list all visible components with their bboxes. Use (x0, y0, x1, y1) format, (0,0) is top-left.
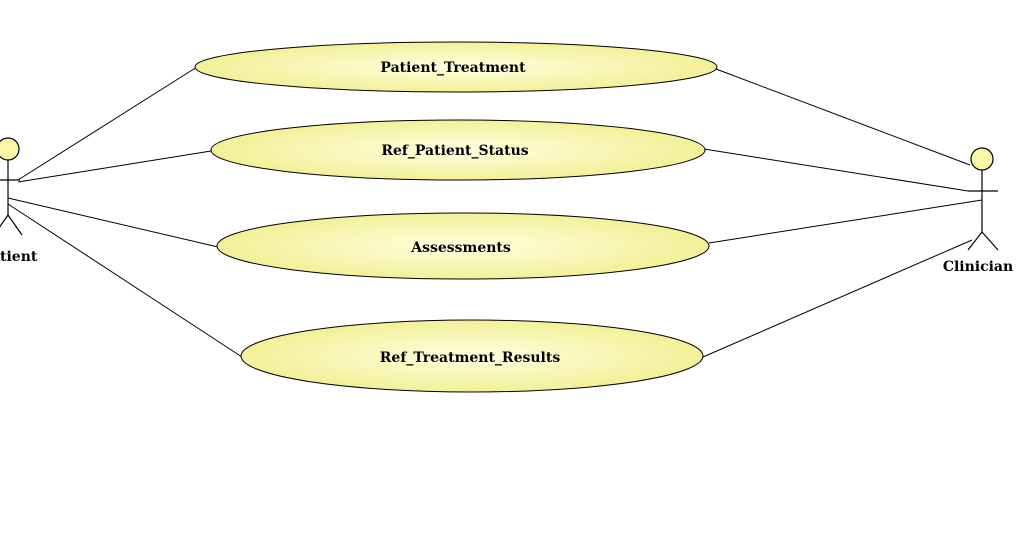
actor-left-leg (967, 231, 983, 251)
use-case-label: Patient_Treatment (380, 60, 526, 76)
actor-right-leg (7, 214, 23, 236)
use-case-label: Ref_Patient_Status (381, 143, 528, 159)
use-case-ref-treatment-results[interactable]: Ref_Treatment_Results (240, 319, 704, 393)
use-case-ellipse (210, 119, 706, 181)
association-patient-ref-treatment-results[interactable] (7, 203, 243, 358)
actor-head (0, 137, 20, 161)
association-clinician-assessments[interactable] (708, 199, 983, 244)
use-case-ellipse (194, 41, 718, 93)
actor-right-leg (981, 231, 999, 251)
association-clinician-patient-treatment[interactable] (715, 68, 971, 166)
actor-patient[interactable]: tient (0, 137, 38, 265)
actor-label-clinician: Clinician (943, 259, 1013, 275)
association-patient-assessments[interactable] (7, 197, 219, 248)
association-patient-patient-treatment[interactable] (17, 66, 198, 181)
use-case-label: Assessments (410, 240, 511, 256)
associations (7, 66, 983, 358)
association-clinician-ref-treatment-results[interactable] (702, 239, 973, 358)
use-case-ellipse (240, 319, 704, 393)
actor-head (970, 147, 994, 171)
use-case-ellipse (216, 212, 710, 280)
use-case-patient-treatment[interactable]: Patient_Treatment (194, 41, 718, 93)
use-case-ref-patient-status[interactable]: Ref_Patient_Status (210, 119, 706, 181)
actor-clinician[interactable]: Clinician (943, 147, 1013, 275)
use-case-label: Ref_Treatment_Results (380, 350, 561, 366)
use-case-assessments[interactable]: Assessments (216, 212, 710, 280)
actor-left-leg (0, 214, 9, 228)
association-patient-ref-patient-status[interactable] (17, 150, 212, 183)
actor-label-patient: tient (0, 249, 38, 265)
association-clinician-ref-patient-status[interactable] (703, 148, 969, 192)
